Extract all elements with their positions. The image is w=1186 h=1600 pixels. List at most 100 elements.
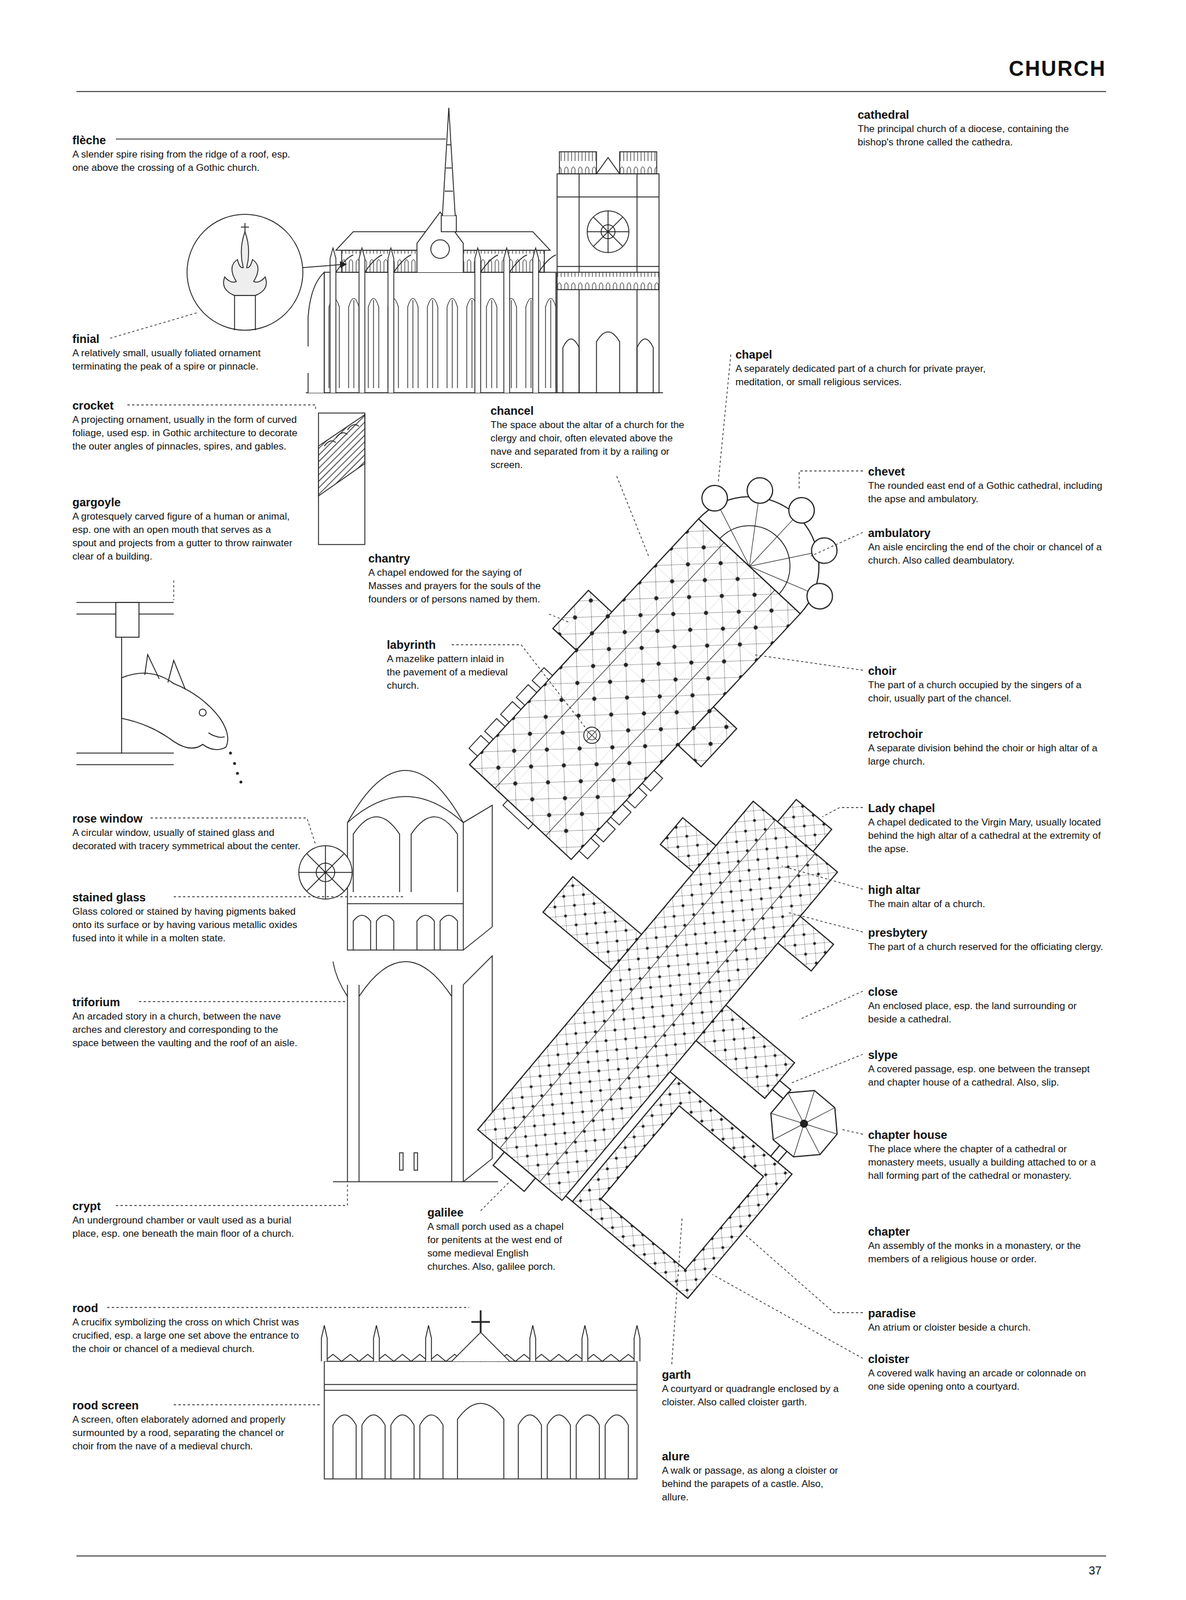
term-definition: A covered passage, esp. one between the … [866, 1062, 1105, 1089]
leader-line [173, 580, 174, 600]
glossary-entry: galileeA small porch used as a chapel fo… [426, 1204, 571, 1273]
glossary-entry: stained glassGlass colored or stained by… [71, 889, 303, 945]
glossary-entry: garthA courtyard or quadrangle enclosed … [660, 1366, 847, 1409]
cathedral-plan [565, 1071, 677, 1202]
cathedral-elevation [557, 272, 660, 290]
leader-line [842, 1129, 863, 1134]
term-heading: slype [866, 1047, 899, 1063]
cathedral-elevation [474, 247, 499, 393]
term-heading: cloister [866, 1351, 911, 1367]
cathedral-elevation [387, 247, 412, 393]
term-definition: An underground chamber or vault used as … [71, 1213, 303, 1240]
rood-screen [332, 1414, 444, 1480]
glossary-entry: paradiseAn atrium or cloister beside a c… [866, 1305, 1105, 1334]
term-heading: flèche [71, 132, 108, 148]
term-definition: An aisle encircling the end of the choir… [866, 540, 1105, 567]
cathedral-plan [799, 1118, 810, 1129]
cathedral-elevation [330, 247, 354, 393]
cathedral-plan [758, 1078, 849, 1169]
gargoyle-detail [229, 751, 243, 784]
cathedral-plan [579, 837, 600, 859]
cathedral-plan [594, 821, 616, 843]
term-definition: A small porch used as a chapel for penit… [426, 1219, 571, 1273]
leader-line [107, 312, 863, 1405]
leader-line [616, 476, 649, 556]
glossary-entry: gargoyleA grotesquely carved figure of a… [71, 494, 298, 563]
term-heading: rood [71, 1300, 100, 1316]
glossary-entry: alureA walk or passage, as along a clois… [660, 1448, 847, 1504]
cathedral-plan [642, 770, 663, 792]
leader-line [712, 1274, 863, 1358]
term-definition: An assembly of the monks in a monastery,… [866, 1238, 1105, 1266]
cathedral-plan [500, 701, 521, 723]
term-heading: high altar [866, 881, 922, 898]
gargoyle-detail [199, 708, 207, 716]
term-definition: A walk or passage, as along a cloister o… [660, 1463, 847, 1504]
term-definition: The part of a church occupied by the sin… [866, 678, 1105, 705]
finial-detail [234, 295, 256, 331]
leader-line [138, 1000, 348, 1002]
term-definition: A chapel dedicated to the Virgin Mary, u… [866, 815, 1105, 856]
term-heading: crocket [71, 397, 115, 413]
term-definition: The part of a church reserved for the of… [866, 939, 1105, 954]
glossary-entry: high altarThe main altar of a church. [866, 881, 1105, 911]
glossary-entry: triforiumAn arcaded story in a church, b… [71, 994, 303, 1050]
cathedral-elevation [557, 173, 660, 393]
term-heading: rose window [71, 810, 144, 826]
rose-window [298, 845, 353, 899]
term-definition: A circular window, usually of stained gl… [71, 825, 303, 853]
glossary-entry: slypeA covered passage, esp. one between… [866, 1047, 1105, 1089]
crocket-detail [318, 414, 365, 496]
term-definition: A separate division behind the choir or … [866, 741, 1105, 768]
glossary-entry: rose windowA circular window, usually of… [71, 810, 303, 853]
leader-line [127, 404, 316, 412]
term-heading: chantry [367, 550, 412, 566]
interior-section [347, 770, 464, 904]
term-definition: A slender spire rising from the ridge of… [71, 147, 303, 175]
glossary-entry: ambulatoryAn aisle encircling the end of… [866, 525, 1105, 567]
glossary-entry: Lady chapelA chapel dedicated to the Vir… [866, 800, 1105, 856]
cathedral-plan [758, 1078, 849, 1169]
interior-section [347, 796, 464, 823]
term-heading: ambulatory [866, 525, 932, 541]
leader-line [822, 807, 863, 817]
glossary-entry: presbyteryThe part of a church reserved … [866, 924, 1105, 954]
term-definition: An enclosed place, esp. the land surroun… [866, 998, 1105, 1026]
term-heading: paradise [866, 1305, 917, 1321]
leader-line [115, 138, 446, 139]
cathedral-plan [801, 577, 838, 614]
interior-section [332, 770, 499, 1182]
term-definition: A crucifix symbolizing the cross on whic… [71, 1315, 303, 1356]
leader-line [781, 865, 863, 889]
rood-screen [518, 1414, 629, 1480]
gargoyle-detail [233, 762, 237, 765]
cathedral-plan [502, 799, 533, 829]
leader-line [744, 1233, 863, 1313]
leader-line [115, 138, 446, 139]
gargoyle-detail [229, 751, 233, 755]
term-heading: presbytery [866, 924, 929, 940]
term-definition: A mazelike pattern inlaid in the pavemen… [385, 652, 519, 693]
gargoyle-detail [144, 654, 186, 690]
cathedral-elevation [587, 210, 629, 253]
cathedral-elevation [587, 210, 629, 253]
gargoyle-detail [76, 752, 174, 765]
rood-screen [581, 1324, 588, 1361]
term-definition: A screen, often elaborately adorned and … [71, 1412, 303, 1453]
gargoyle-detail [236, 771, 240, 775]
term-heading: Lady chapel [866, 800, 937, 816]
cathedral-plan [493, 1151, 536, 1192]
glossary-entry: retrochoirA separate division behind the… [866, 726, 1105, 768]
finial-detail [302, 264, 347, 268]
cathedral-plan [783, 492, 820, 529]
glossary-entry: cloisterA covered walk having an arcade … [866, 1351, 1105, 1393]
interior-section [347, 984, 464, 1182]
rood-screen [529, 1324, 536, 1361]
cathedral-plan [516, 684, 537, 706]
cathedral-plan [469, 735, 490, 757]
gargoyle-detail [208, 732, 225, 738]
finial-detail [187, 214, 347, 331]
interior-section [353, 816, 458, 892]
page-number: 37 [1088, 1563, 1102, 1577]
